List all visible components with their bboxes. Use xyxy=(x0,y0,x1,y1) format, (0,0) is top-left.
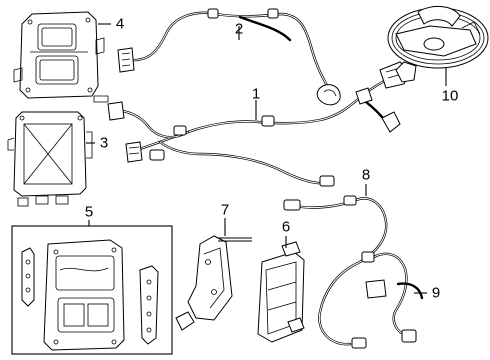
part-7-bracket xyxy=(175,235,252,331)
callout-1: 1 xyxy=(252,86,260,103)
part-10-charge-cable xyxy=(387,6,489,69)
part-5-assembly xyxy=(21,239,159,351)
callout-2: 2 xyxy=(235,21,243,38)
callout-3: 3 xyxy=(100,135,108,152)
part-8-harness xyxy=(283,195,388,349)
callout-5: 5 xyxy=(85,204,93,221)
part-3-module xyxy=(7,111,93,207)
callout-8: 8 xyxy=(362,167,370,184)
part-2-harness xyxy=(117,8,341,106)
part-1-main-harness xyxy=(107,61,417,187)
callout-4: 4 xyxy=(116,16,124,33)
part-9-harness xyxy=(361,251,424,343)
part-4-control-module xyxy=(13,11,109,103)
callout-10: 10 xyxy=(442,88,459,105)
callout-9: 9 xyxy=(432,285,440,302)
callout-6: 6 xyxy=(282,219,290,236)
part-5-box xyxy=(11,225,173,355)
part-6-module xyxy=(257,241,305,343)
callout-7: 7 xyxy=(221,202,229,219)
